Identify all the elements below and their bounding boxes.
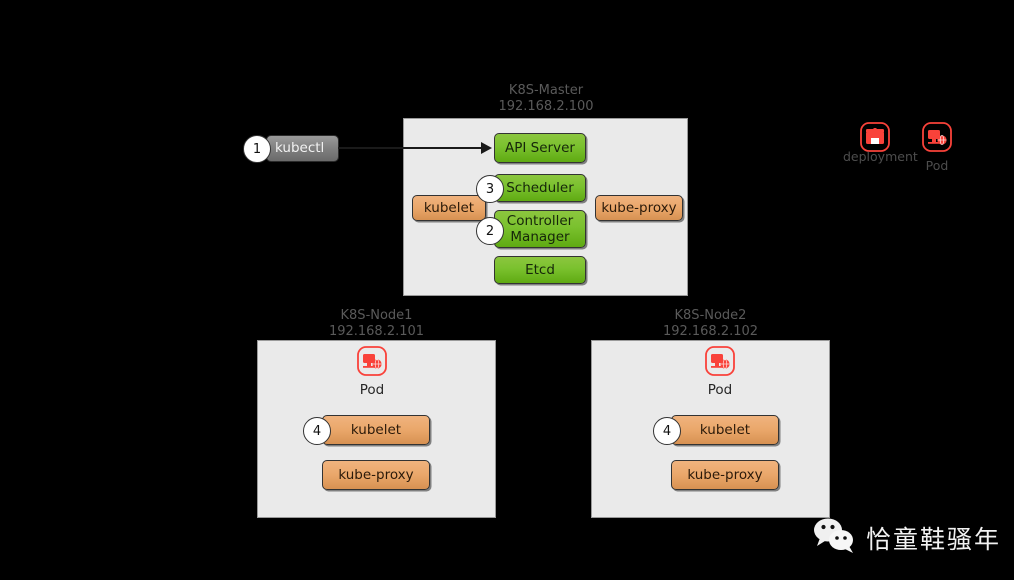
kubectl-label: kubectl (275, 140, 325, 156)
kubectl-to-apiserver-arrowhead (481, 142, 492, 154)
node2-kube-proxy-label: kube-proxy (687, 466, 763, 483)
watermark: 恰童鞋骚年 (812, 517, 1001, 559)
scheduler-box[interactable]: Scheduler (494, 174, 586, 202)
step-2-circle: 2 (476, 217, 504, 245)
kubectl-box[interactable]: kubectl (266, 135, 339, 162)
node1-kubelet-box[interactable]: kubelet (322, 415, 430, 445)
step-3-circle: 3 (476, 175, 504, 203)
node2-pod-icon (704, 345, 736, 377)
node1-kube-proxy-box[interactable]: kube-proxy (322, 460, 430, 490)
node2-step-4-circle: 4 (653, 417, 681, 445)
node1-caption-ip: 192.168.2.101 (328, 324, 425, 339)
step-1-circle: 1 (243, 135, 271, 163)
node1-pod-icon (356, 345, 388, 377)
api-server-label: API Server (505, 139, 575, 156)
master-caption-name: K8S-Master (508, 83, 584, 98)
node1-step-4-number: 4 (312, 423, 322, 439)
node2-kubelet-box[interactable]: kubelet (671, 415, 779, 445)
master-kubelet-box[interactable]: kubelet (412, 195, 486, 221)
legend-deployment-icon (859, 121, 891, 153)
master-kube-proxy-box[interactable]: kube-proxy (595, 195, 683, 221)
node2-caption-ip: 192.168.2.102 (662, 324, 759, 339)
legend-deployment-label: deployment (843, 149, 918, 164)
master-kube-proxy-label: kube-proxy (601, 199, 677, 216)
node1-kubelet-label: kubelet (350, 421, 402, 438)
controller-manager-box[interactable]: Controller Manager (494, 210, 586, 248)
watermark-text: 恰童鞋骚年 (866, 525, 1002, 554)
node1-caption-name: K8S-Node1 (340, 308, 413, 323)
master-caption-ip: 192.168.2.100 (498, 99, 594, 114)
kubectl-to-apiserver-line (338, 147, 482, 149)
node1-kube-proxy-label: kube-proxy (338, 466, 414, 483)
wechat-icon (812, 517, 856, 559)
etcd-label: Etcd (525, 261, 555, 278)
master-caption: K8S-Master 192.168.2.100 (403, 83, 689, 115)
step-1-number: 1 (252, 141, 262, 157)
api-server-box[interactable]: API Server (494, 133, 586, 163)
legend-pod-icon (921, 121, 953, 153)
master-kubelet-label: kubelet (423, 199, 475, 216)
controller-manager-label: Controller Manager (506, 213, 574, 245)
step-2-number: 2 (485, 223, 495, 239)
node1-step-4-circle: 4 (303, 417, 331, 445)
scheduler-label: Scheduler (506, 179, 574, 196)
node2-step-4-number: 4 (662, 423, 672, 439)
node2-kubelet-label: kubelet (699, 421, 751, 438)
etcd-box[interactable]: Etcd (494, 256, 586, 284)
step-3-number: 3 (485, 181, 495, 197)
node2-kube-proxy-box[interactable]: kube-proxy (671, 460, 779, 490)
node1-caption: K8S-Node1 192.168.2.101 (257, 308, 496, 340)
node2-caption: K8S-Node2 192.168.2.102 (591, 308, 830, 340)
node2-pod-label: Pod (707, 382, 733, 398)
node1-pod-label: Pod (359, 382, 385, 398)
node2-caption-name: K8S-Node2 (674, 308, 747, 323)
legend-pod-label: Pod (925, 158, 949, 173)
